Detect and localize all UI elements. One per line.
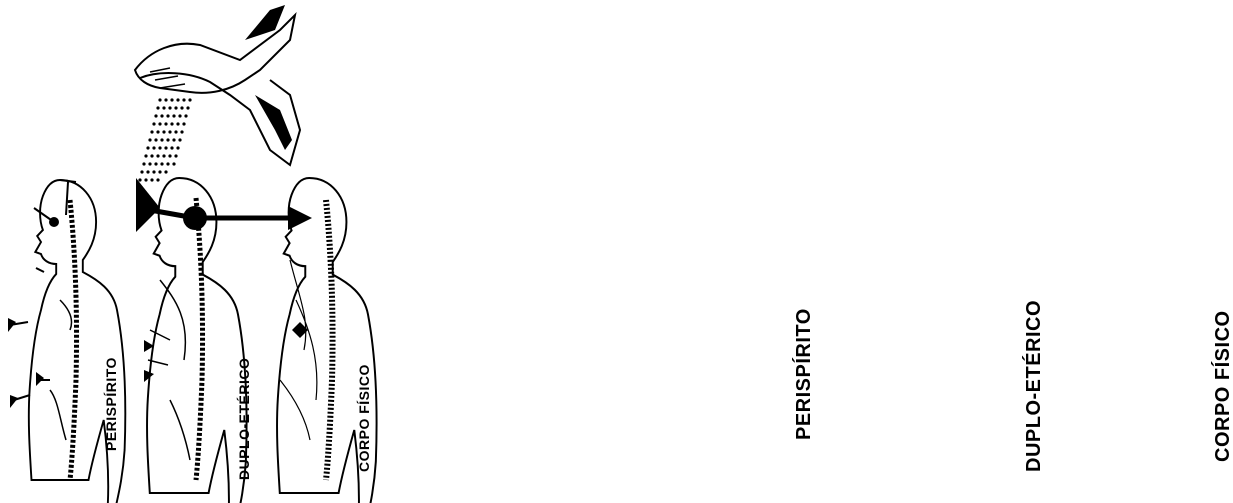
left-panel bbox=[8, 5, 377, 503]
right-label-duplo-eterico: DUPLO-ETÉRICO bbox=[1023, 300, 1046, 472]
left-label-perispirito: PERISPÍRITO bbox=[103, 357, 119, 451]
left-label-duplo-eterico: DUPLO-ETÉRICO bbox=[236, 358, 252, 480]
right-label-corpo-fisico: CORPO FÍSICO bbox=[1212, 310, 1233, 462]
right-label-perispirito: PERISPÍRITO bbox=[793, 308, 816, 440]
hands-icon bbox=[135, 5, 300, 165]
left-figure-perispirito bbox=[8, 180, 125, 503]
left-label-corpo-fisico: CORPO FÍSICO bbox=[356, 364, 372, 472]
light-rays-icon bbox=[138, 98, 191, 181]
left-arrow-chain bbox=[136, 178, 312, 232]
